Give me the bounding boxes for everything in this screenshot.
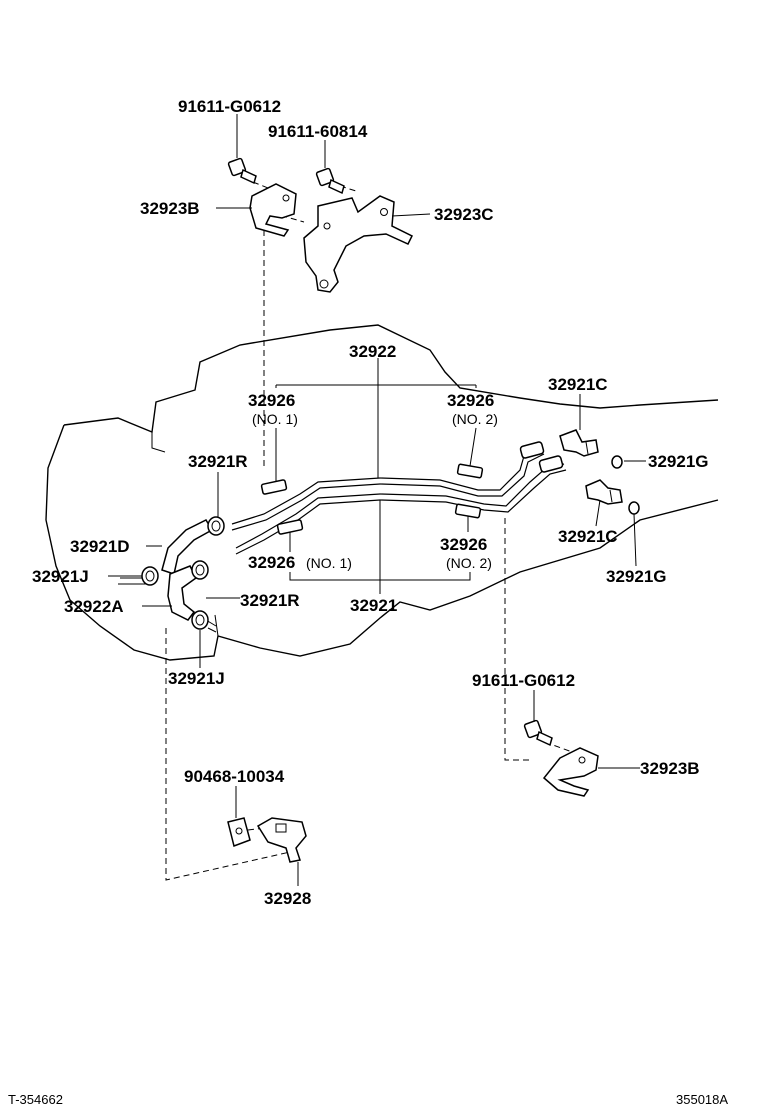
label-clamp-j-bottom: 32921J: [168, 669, 225, 688]
gasket-32921g-bottom-icon: [628, 501, 640, 515]
label-gasket-g-top: 32921G: [648, 452, 709, 471]
label-hose-a: 32922A: [64, 597, 124, 616]
tube-assembly: [231, 441, 567, 555]
bolt-top-right-icon: [315, 167, 345, 195]
label-bolt-top-right: 91611-60814: [268, 122, 368, 141]
label-clamp-r-bottom: 32921R: [240, 591, 300, 610]
part-labels: 91611-G0612 91611-60814 32923B 32923C 32…: [32, 97, 709, 908]
label-bolt-bottom: 91611-G0612: [472, 671, 575, 690]
label-clamp-no1-bottom-sub: (NO. 1): [306, 555, 352, 571]
leader-lines: [108, 114, 646, 886]
bracket-32923b-bottom-icon: [542, 747, 599, 797]
label-bracket-c: 32923C: [434, 205, 494, 224]
footer-left-code: T-354662: [8, 1092, 63, 1107]
label-hose-d: 32921D: [70, 537, 130, 556]
label-clamp-no2-bottom-sub: (NO. 2): [446, 555, 492, 571]
label-clamp-no2-top: 32926: [447, 391, 494, 410]
clamp-32921j-left-icon: [141, 566, 159, 586]
clamp-32921r-bottom-icon: [191, 560, 209, 580]
gasket-32921g-top-icon: [611, 455, 623, 469]
union-32921c-bottom-icon: [585, 479, 623, 505]
label-nut: 90468-10034: [184, 767, 285, 786]
label-tube-lower: 32921: [350, 596, 397, 615]
clamp-32926-no2-lower-icon: [454, 503, 482, 519]
clamp-32928-icon: [256, 817, 307, 863]
bracket-32923c-icon: [303, 195, 414, 293]
label-clamp-no2-bottom: 32926: [440, 535, 487, 554]
label-clamp-j-left: 32921J: [32, 567, 89, 586]
label-bracket-b-top: 32923B: [140, 199, 200, 218]
label-bracket-b-bottom: 32923B: [640, 759, 700, 778]
label-clamp-no2-top-sub: (NO. 2): [452, 411, 498, 427]
bolt-top-left-icon: [227, 157, 257, 185]
clamp-32926-no1-upper-icon: [260, 479, 288, 495]
label-clamp-no1-bottom: 32926: [248, 553, 295, 572]
clamp-32921r-top-icon: [207, 516, 225, 536]
clamp-32926-no1-lower-icon: [276, 519, 304, 535]
clamp-32921j-bottom-icon: [191, 610, 209, 630]
label-union-c-bottom: 32921C: [558, 527, 618, 546]
bracket-32923b-top-icon: [249, 183, 297, 237]
label-tube-upper: 32922: [349, 342, 396, 361]
union-32921c-top-icon: [559, 429, 599, 457]
bolt-bottom-icon: [523, 719, 553, 747]
nut-90468-icon: [227, 817, 251, 847]
label-clamp-no1-top: 32926: [248, 391, 295, 410]
label-clamp-r-top: 32921R: [188, 452, 248, 471]
clamp-32926-no2-upper-icon: [456, 463, 484, 479]
label-clamp-bottom: 32928: [264, 889, 311, 908]
label-bolt-top-left: 91611-G0612: [178, 97, 281, 116]
footer-right-code: 355018A: [676, 1092, 728, 1107]
label-gasket-g-bottom: 32921G: [606, 567, 667, 586]
label-clamp-no1-top-sub: (NO. 1): [252, 411, 298, 427]
transmission-outline: [45, 324, 719, 661]
label-union-c-top: 32921C: [548, 375, 608, 394]
